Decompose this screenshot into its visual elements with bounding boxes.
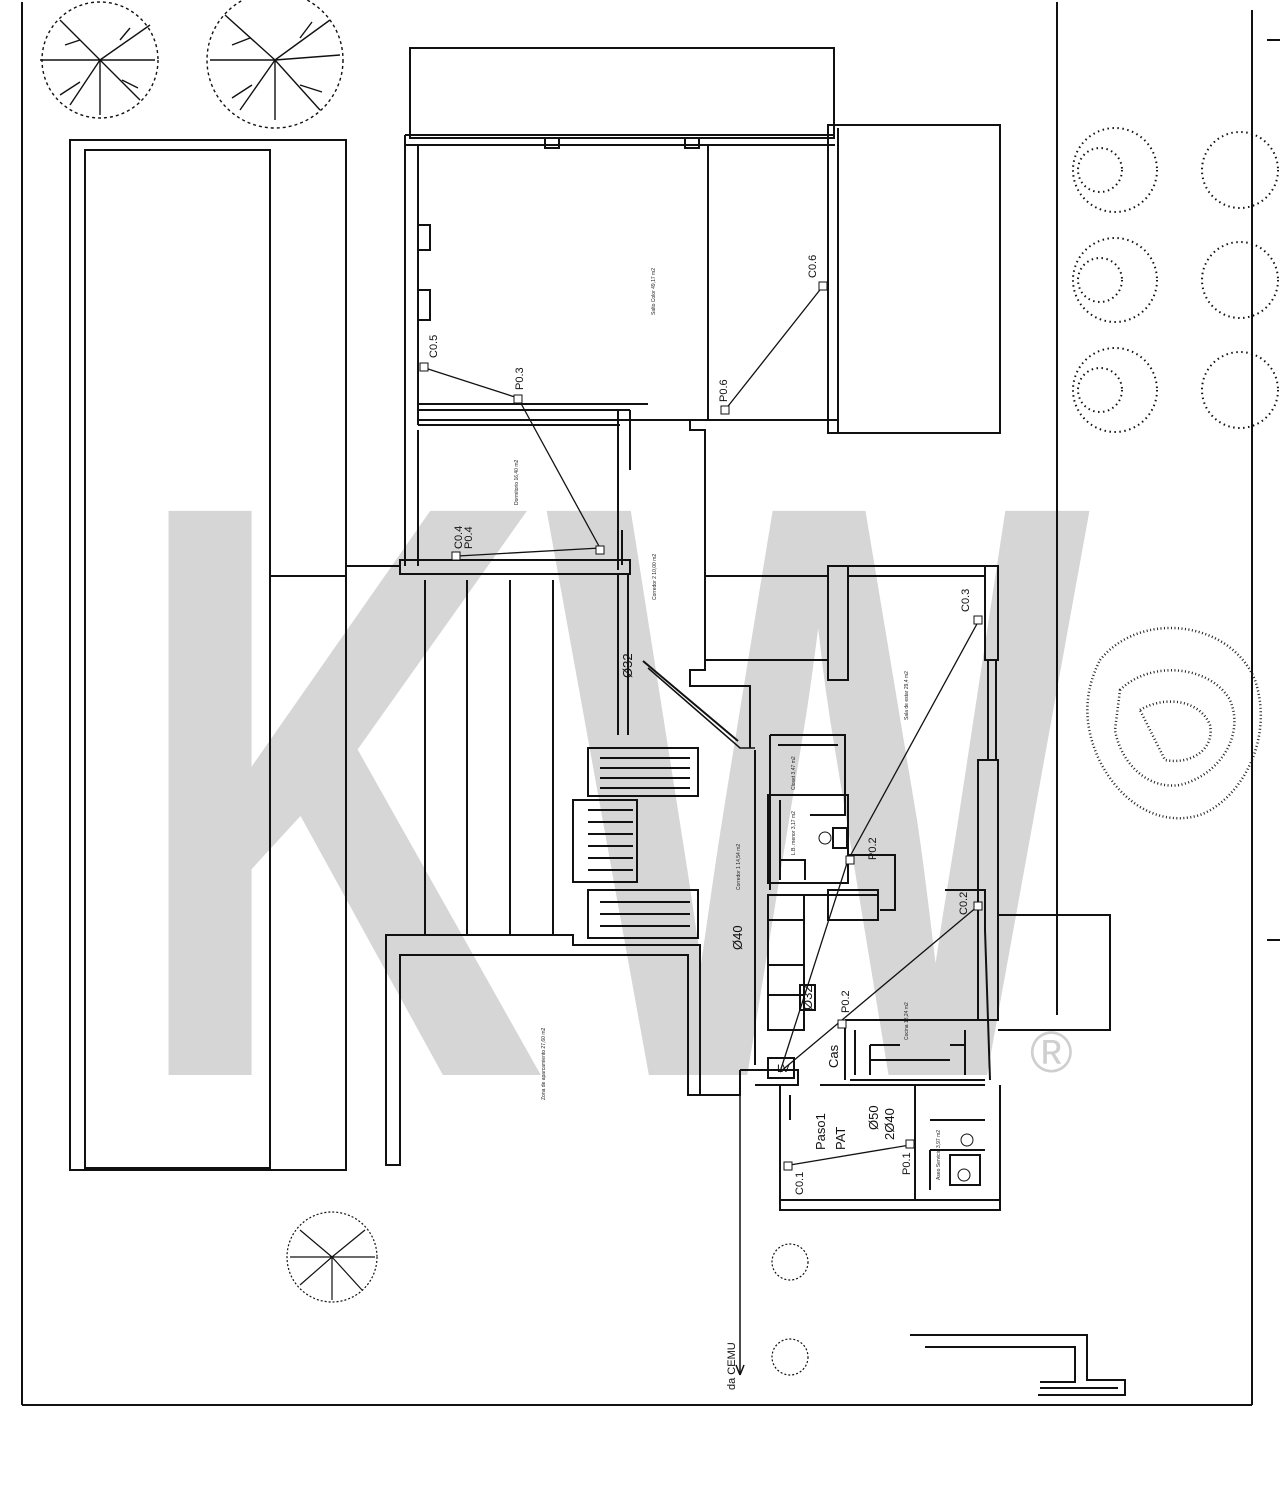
label-co2: C0.2 <box>958 892 970 915</box>
label-po6: P0.6 <box>718 379 730 402</box>
entry-steps <box>910 1334 1126 1396</box>
room-closet: Closet 3,47 m2 <box>791 756 797 790</box>
label-d40: Ø40 <box>730 925 745 950</box>
watermark-letters: KW <box>130 333 1095 1249</box>
label-lv: LV <box>777 1063 790 1075</box>
label-po2a: P0.2 <box>867 837 879 860</box>
tree-icon <box>40 1 159 119</box>
room-servicio: Aseo Servicio 3,97 m2 <box>936 1130 942 1180</box>
label-co6: C0.6 <box>807 255 819 278</box>
label-d50: Ø50 <box>866 1105 881 1130</box>
label-cas: Cas <box>826 1044 841 1068</box>
shrub-icon <box>1072 127 1279 433</box>
device-markers <box>419 281 983 1182</box>
room-labels: Salto Color 49,17 m2 Dormitorio 16,40 m2… <box>514 268 942 1180</box>
label-co1: C0.1 <box>794 1172 806 1195</box>
tree-icon <box>286 1211 378 1303</box>
hedge-icon <box>1086 626 1263 820</box>
label-po1: P0.1 <box>901 1152 913 1175</box>
label-po2b: P0.2 <box>840 990 852 1013</box>
label-po4: P0.4 <box>463 526 475 549</box>
tree-icon <box>206 0 344 129</box>
room-salon: Salto Color 49,17 m2 <box>651 268 657 315</box>
label-cemu: da CEMU <box>726 1342 738 1390</box>
room-garaje: Zona de aparcamiento 27,60 m2 <box>541 1028 547 1100</box>
label-co3: C0.3 <box>960 589 972 612</box>
tree-icon <box>771 1243 809 1376</box>
kw-watermark: KW ® <box>130 333 1095 1249</box>
label-d2x40: 2Ø40 <box>882 1108 897 1140</box>
label-co4: C0.4 <box>453 526 465 549</box>
room-corredor1: Corredor 1 14,54 m2 <box>736 844 742 890</box>
room-cocina: Cocina 18,24 m2 <box>904 1002 910 1040</box>
label-po3: P0.3 <box>514 367 526 390</box>
circuit-labels: C0.5 P0.3 C0.4 P0.4 C0.6 P0.6 C0.3 P0.2 … <box>428 255 972 1390</box>
room-dormitorio: Dormitorio 16,40 m2 <box>514 459 520 505</box>
label-paso: Paso1 <box>813 1113 828 1150</box>
circuit-lines <box>424 285 979 1166</box>
label-d32b: Ø32 <box>800 985 815 1010</box>
walls <box>345 47 1111 1376</box>
label-d32a: Ø32 <box>620 653 635 678</box>
pool <box>69 139 347 1171</box>
room-bano: L.B. menor 3,17 m2 <box>791 811 797 855</box>
room-corredor2: Corredor 2 10,00 m2 <box>652 554 658 600</box>
label-pat: PAT <box>833 1127 848 1150</box>
site-boundary <box>21 2 1280 1406</box>
room-sala: Sala de estar 29,4 m2 <box>904 671 910 720</box>
label-co5: C0.5 <box>428 335 440 358</box>
